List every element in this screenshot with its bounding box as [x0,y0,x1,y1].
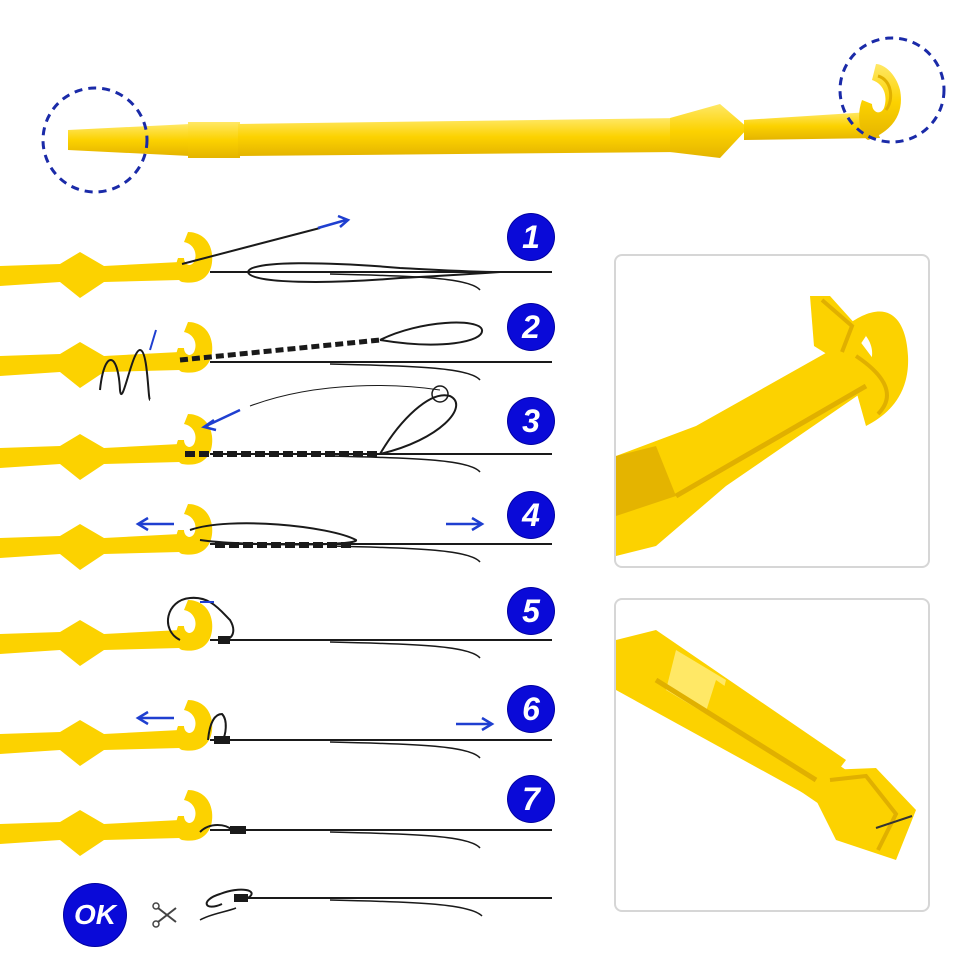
step-2-tool-shaft [0,342,180,388]
step-6-arrow-right-head-icon [481,716,495,732]
step-4-arrow-left-head-icon [135,516,149,532]
step-3-loop [379,394,457,455]
step-7-tag-line [329,831,481,849]
tool-shaft [238,118,680,156]
step-5-tool-shaft [0,620,180,666]
tool-diamond-bulge [670,104,748,158]
step-4-tool-shaft [0,524,180,570]
steps-illustration [0,214,552,928]
step-2-badge: 2 [508,304,554,350]
ok-cut-line [199,907,237,921]
step-1-tag-line [329,273,481,291]
step-7-tool-hook [175,790,213,841]
step-2-wraps [179,337,381,363]
step-7-badge: 7 [508,776,554,822]
step-3-badge: 3 [508,398,554,444]
step-3-guide-line [249,385,441,407]
step-6-tool-shaft [0,720,180,766]
step-3-tag-line [329,455,481,473]
step-3-tool-shaft [0,434,180,480]
step-4-arrow-right-head-icon [471,516,485,532]
full-tool-illustration [41,36,946,194]
tool-neck [744,112,880,140]
scissors-handle-icon [152,920,160,928]
step-5-tool-hook [175,600,213,651]
step-1-tool-shaft [0,252,180,298]
step-4-badge: 4 [508,492,554,538]
step-6-knot [214,736,230,744]
step-2-tag-line [329,363,481,381]
ok-knot [234,894,248,902]
ok-badge: OK [64,884,126,946]
hook-closeup-panel [614,254,930,568]
step-7-tool-shaft [0,810,180,856]
step-6-loop [207,712,227,741]
step-6-tool-hook [175,700,213,751]
step-2-tool-hook [175,322,213,373]
dashed-highlight-circle-right [838,36,946,144]
step-2-coil-line [99,348,151,401]
dashed-highlight-circle-left [41,86,149,194]
tapered-end-closeup-illustration [616,630,916,860]
step-5-badge: 5 [508,588,554,634]
scissors-handle-icon [152,902,160,910]
step-1-arrow-head-icon [337,214,351,228]
step-1-badge: 1 [508,214,554,260]
hook-closeup-illustration [616,296,909,556]
step-3-tool-hook [175,414,213,465]
step-3-arrow-icon [205,408,241,428]
step-4-tool-hook [175,504,213,555]
step-6-badge: 6 [508,686,554,732]
tool-tapered-end [68,124,190,156]
scissors-icon [157,907,177,923]
step-4-loop [189,522,358,546]
step-6-tag-line [329,741,481,759]
tapered-end-closeup-panel [614,598,930,912]
step-2-arrow-icon [149,329,157,351]
step-4-tag-line [329,545,481,563]
step-1-tool-hook [175,232,213,283]
step-5-knot [218,636,230,644]
step-3-arrow-head-icon [201,418,217,432]
step-1-pull-line [181,227,321,265]
tool-sleeve [188,122,240,158]
step-2-loop [379,321,483,346]
step-3-eye-circle [431,385,449,403]
tool-hook [859,64,901,140]
ok-tag-line [329,899,483,917]
step-1-arrow-icon [317,218,347,230]
step-7-knot [230,826,246,834]
step-1-loop [246,262,501,283]
ok-loop [205,888,253,908]
step-6-arrow-left-head-icon [135,710,149,726]
step-5-tag-line [329,641,481,659]
